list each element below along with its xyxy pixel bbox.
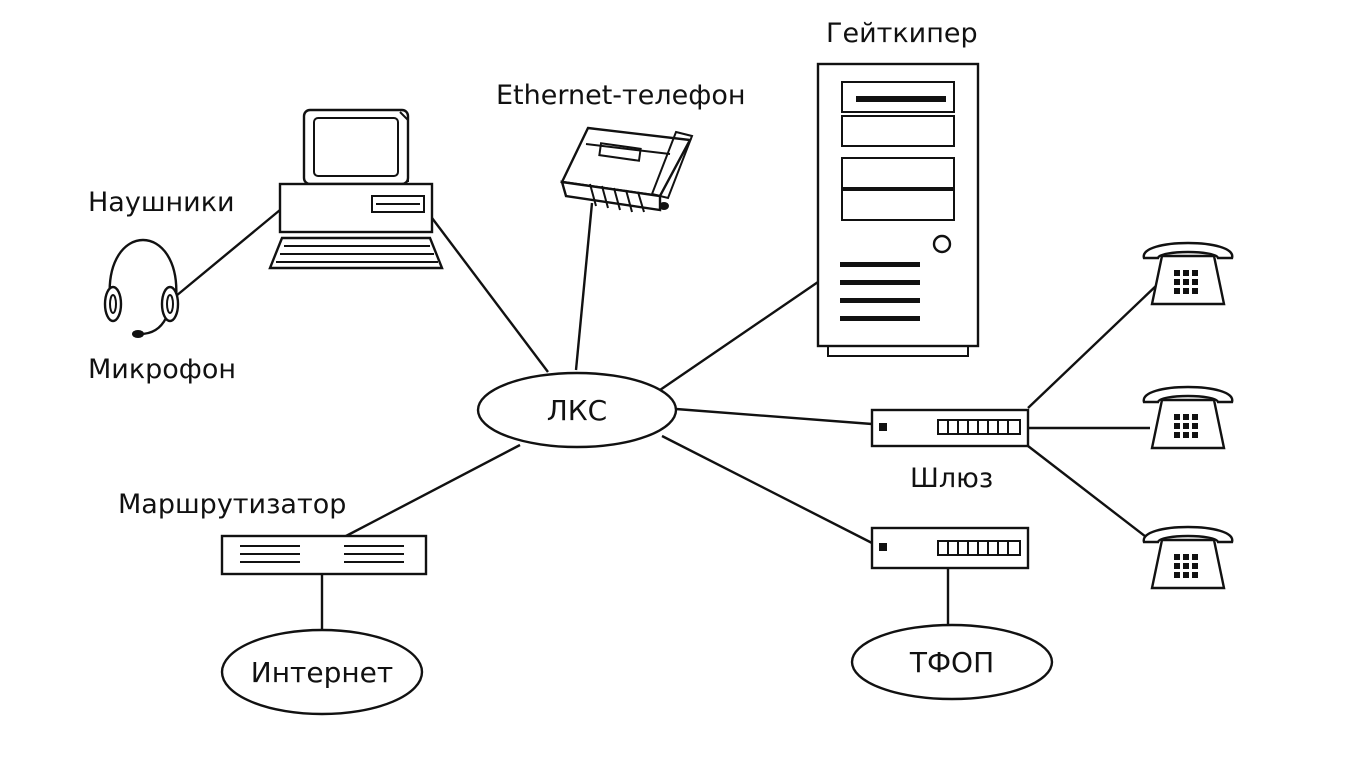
lan-label: ЛКС	[547, 394, 607, 427]
ethernet-phone-label: Ethernet-телефон	[496, 80, 746, 111]
server-tower-icon	[816, 62, 980, 357]
headset-icon	[103, 238, 180, 338]
internet-label: Интернет	[251, 656, 393, 689]
internet-node: Интернет	[220, 628, 424, 716]
ethernet-phone-icon	[560, 126, 694, 213]
gateway-icon	[870, 408, 1030, 448]
link-computer-lan	[431, 217, 549, 373]
computer-icon	[268, 108, 444, 270]
router-label: Маршрутизатор	[118, 489, 346, 520]
pstn-node: ТФОП	[850, 623, 1054, 701]
link-gateway-phone1	[1027, 283, 1159, 409]
link-gateway-phone3	[1027, 445, 1151, 541]
link-lan-gateway	[675, 407, 873, 426]
connection-lines	[175, 202, 1159, 642]
switch-icon	[870, 526, 1030, 570]
telephone-icon	[1142, 385, 1234, 450]
link-lan-router	[345, 443, 521, 538]
pstn-label: ТФОП	[909, 646, 994, 679]
router-icon	[220, 534, 428, 576]
switch-ports	[937, 540, 1021, 556]
device-labels: Наушники Микрофон Ethernet-телефон Гейтк…	[88, 18, 993, 520]
microphone-label: Микрофон	[88, 354, 236, 385]
link-ethphone-lan	[574, 202, 594, 371]
link-lan-pstnswitch	[661, 434, 873, 545]
telephone-icon	[1142, 525, 1234, 590]
gateway-label: Шлюз	[910, 463, 993, 494]
gatekeeper-label: Гейткипер	[826, 18, 978, 49]
link-headset-computer	[175, 209, 281, 297]
telephone-icon	[1142, 241, 1234, 306]
lan-node: ЛКС	[476, 371, 678, 449]
headphones-label: Наушники	[88, 187, 235, 218]
link-server-lan	[659, 281, 819, 391]
gateway-ports	[937, 419, 1021, 435]
